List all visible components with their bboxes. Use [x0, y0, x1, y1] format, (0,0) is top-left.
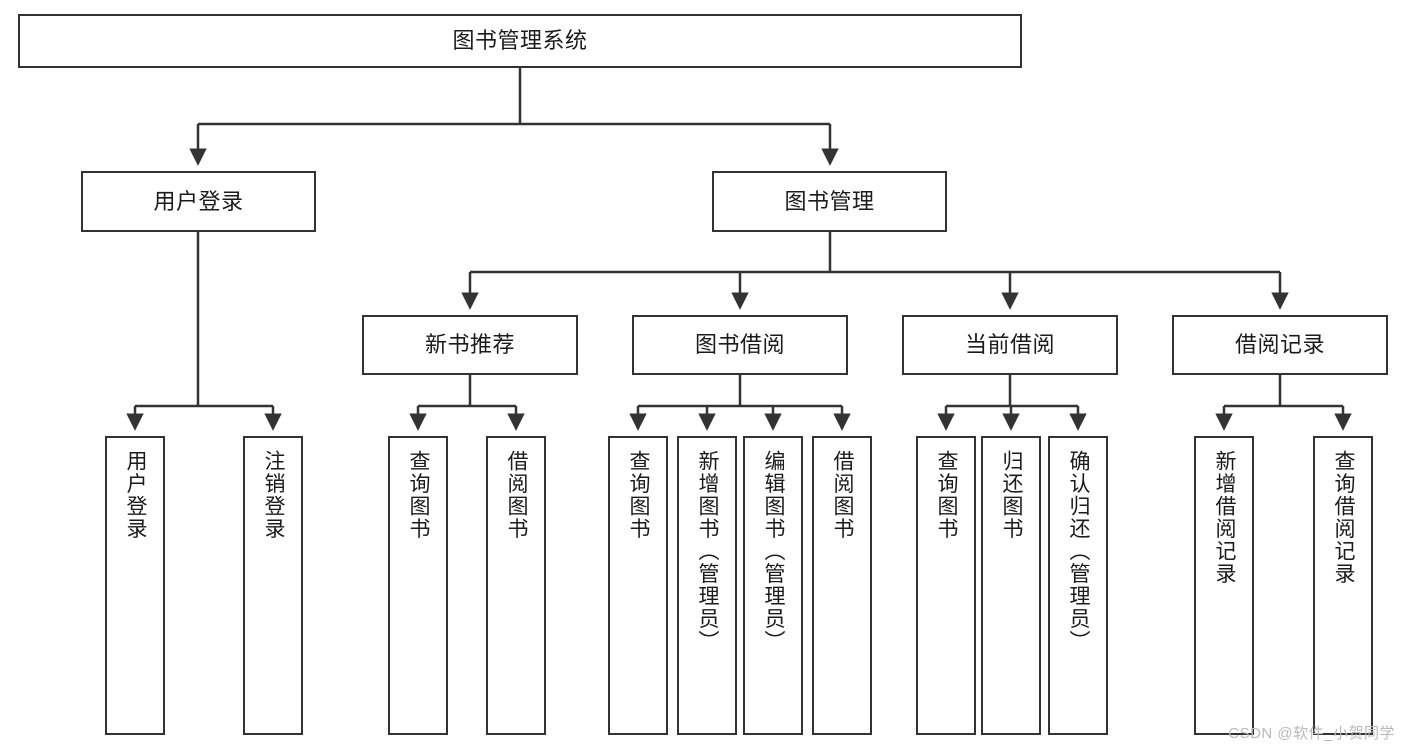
leaf-bk-edit-book-admin[interactable]: 编辑图书（管理员） [743, 436, 803, 735]
node-book-borrow[interactable]: 图书借阅 [632, 315, 848, 375]
leaf-nb-query-book[interactable]: 查询图书 [388, 436, 448, 735]
leaf-bk-add-book-admin[interactable]: 新增图书（管理员） [677, 436, 737, 735]
leaf-nb-borrow-book[interactable]: 借阅图书 [486, 436, 546, 735]
leaf-cb-query-book-label: 查询图书 [935, 450, 959, 540]
leaf-logout[interactable]: 注销登录 [243, 436, 303, 735]
leaf-bk-borrow-book[interactable]: 借阅图书 [812, 436, 872, 735]
leaf-user-login[interactable]: 用户登录 [105, 436, 165, 735]
watermark: CSDN @软件_小贺同学 [1228, 725, 1395, 742]
leaf-user-login-label: 用户登录 [124, 450, 148, 540]
node-root-label: 图书管理系统 [452, 28, 588, 54]
leaf-br-query-record-label: 查询借阅记录 [1332, 450, 1356, 585]
node-current-borrow-label: 当前借阅 [964, 332, 1055, 358]
leaf-bk-query-book-label: 查询图书 [627, 450, 651, 540]
leaf-br-add-record[interactable]: 新增借阅记录 [1194, 436, 1254, 735]
node-root[interactable]: 图书管理系统 [18, 14, 1022, 68]
leaf-cb-confirm-return-admin-label: 确认归还（管理员） [1067, 450, 1091, 653]
node-new-book-recommend-label: 新书推荐 [424, 332, 515, 358]
leaf-cb-return-book-label: 归还图书 [1000, 450, 1024, 540]
leaf-nb-borrow-book-label: 借阅图书 [505, 450, 529, 540]
node-book-management-label: 图书管理 [784, 188, 875, 214]
leaf-cb-query-book[interactable]: 查询图书 [916, 436, 976, 735]
leaf-bk-edit-book-admin-label: 编辑图书（管理员） [762, 450, 786, 653]
leaf-br-query-record[interactable]: 查询借阅记录 [1313, 436, 1373, 735]
leaf-nb-query-book-label: 查询图书 [407, 450, 431, 540]
leaf-cb-confirm-return-admin[interactable]: 确认归还（管理员） [1048, 436, 1108, 735]
node-book-management[interactable]: 图书管理 [712, 171, 947, 232]
leaf-bk-borrow-book-label: 借阅图书 [831, 450, 855, 540]
node-new-book-recommend[interactable]: 新书推荐 [362, 315, 578, 375]
leaf-bk-add-book-admin-label: 新增图书（管理员） [696, 450, 720, 653]
node-borrow-records[interactable]: 借阅记录 [1172, 315, 1388, 375]
node-borrow-records-label: 借阅记录 [1234, 332, 1325, 358]
node-user-login-label: 用户登录 [153, 188, 244, 214]
leaf-br-add-record-label: 新增借阅记录 [1213, 450, 1237, 585]
leaf-cb-return-book[interactable]: 归还图书 [981, 436, 1041, 735]
node-book-borrow-label: 图书借阅 [694, 332, 785, 358]
node-user-login[interactable]: 用户登录 [81, 171, 316, 232]
leaf-bk-query-book[interactable]: 查询图书 [608, 436, 668, 735]
node-current-borrow[interactable]: 当前借阅 [902, 315, 1118, 375]
leaf-logout-label: 注销登录 [262, 450, 286, 540]
